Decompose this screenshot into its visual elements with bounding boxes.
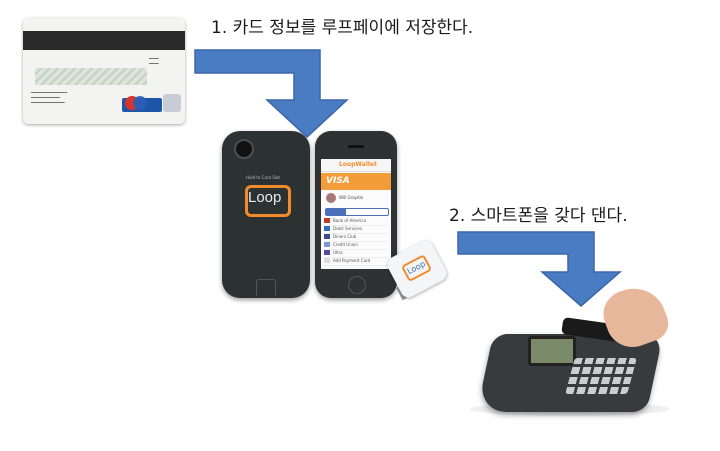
avatar bbox=[326, 193, 336, 203]
earpiece bbox=[348, 145, 364, 148]
card-list-label: Debit Services bbox=[333, 226, 362, 231]
arrow-2 bbox=[457, 231, 623, 307]
step-1-label: 1. 카드 정보를 루프페이에 저장한다. bbox=[211, 18, 474, 38]
app-title: LoopWallet bbox=[339, 161, 377, 168]
bank-icon bbox=[324, 218, 330, 223]
user-name: Will Graydin bbox=[339, 195, 364, 200]
step-2-label: 2. 스마트폰을 갖다 댄다. bbox=[449, 206, 628, 226]
app-tabs bbox=[325, 208, 389, 216]
signature-strip bbox=[35, 68, 147, 85]
card-fine-print-2: ━━━━━━━━━━━━━━━━━━━━━━━━━━━━━━━━━━━━━━━━… bbox=[31, 90, 68, 105]
case-notch bbox=[256, 279, 276, 296]
card-brand-circle-blue bbox=[133, 96, 147, 110]
hold-to-card-label: Hold to Card Slot bbox=[246, 175, 280, 180]
app-header: LoopWallet bbox=[321, 159, 391, 172]
loop-logo-text: Loop bbox=[248, 189, 282, 206]
bank-icon bbox=[324, 242, 330, 247]
card-list-item: Bank of America bbox=[324, 217, 388, 226]
home-button-icon bbox=[348, 276, 366, 294]
card-fine-print: ━━━━━━━━ bbox=[149, 56, 159, 66]
bank-icon bbox=[324, 226, 330, 231]
card-list-label: Diners Club bbox=[333, 234, 357, 239]
card-list-item: Debit Services bbox=[324, 225, 388, 234]
bank-icon bbox=[324, 250, 330, 255]
visa-card: VISA bbox=[321, 173, 391, 190]
bank-icon bbox=[324, 234, 330, 239]
loop-logo-frame bbox=[245, 185, 291, 217]
camera-icon bbox=[234, 139, 254, 159]
card-brand-label: VISA bbox=[326, 176, 350, 186]
phone-screen: LoopWallet VISA Will Graydin Bank of Ame… bbox=[321, 159, 391, 269]
plus-icon bbox=[324, 258, 330, 263]
hologram bbox=[163, 94, 181, 112]
terminal-screen bbox=[528, 336, 576, 366]
terminal-keypad-rows bbox=[565, 358, 637, 394]
app-tab-active bbox=[326, 209, 346, 215]
magnetic-stripe bbox=[23, 31, 185, 50]
loop-wallet-phone: LoopWallet VISA Will Graydin Bank of Ame… bbox=[315, 131, 397, 298]
card-list-label: Ultra bbox=[333, 250, 343, 255]
fob-logo: Loop bbox=[400, 254, 433, 283]
arrow-1 bbox=[194, 49, 349, 139]
card-list-item: Credit Union bbox=[324, 241, 388, 250]
card-back-image: ━━━━━━━━ ━━━━━━━━━━━━━━━━━━━━━━━━━━━━━━━… bbox=[23, 18, 185, 124]
card-list-item: Ultra bbox=[324, 249, 388, 258]
card-list-item: Diners Club bbox=[324, 233, 388, 242]
loop-phone-case: Hold to Card Slot Loop bbox=[222, 131, 310, 298]
card-list-label: Bank of America bbox=[333, 218, 366, 223]
card-list-label: Add Payment Card bbox=[333, 258, 371, 263]
card-list-item: Add Payment Card bbox=[324, 257, 388, 266]
card-list-label: Credit Union bbox=[333, 242, 358, 247]
